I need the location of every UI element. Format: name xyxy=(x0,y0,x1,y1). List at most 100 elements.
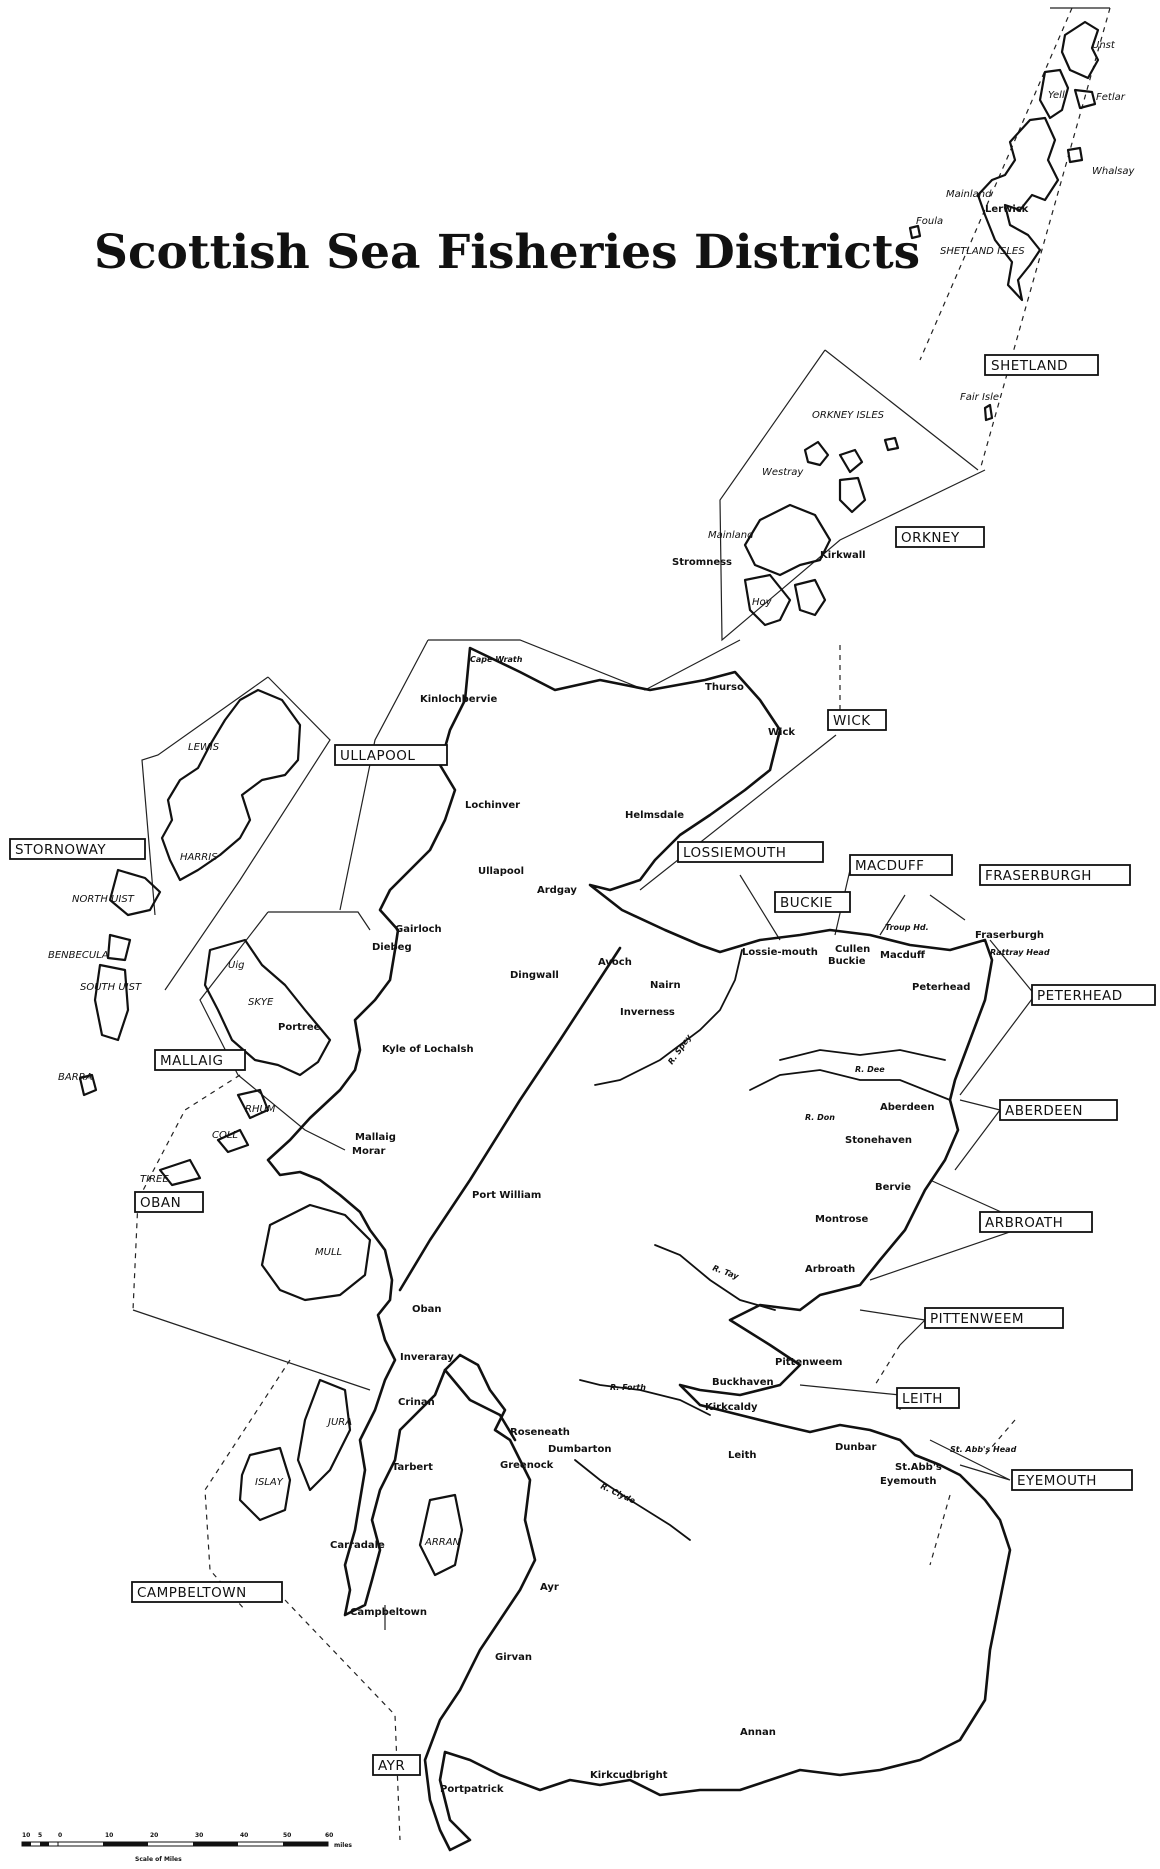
district-name: FRASERBURGH xyxy=(985,868,1092,884)
town-label: Lerwick xyxy=(985,204,1029,215)
hoy xyxy=(743,573,792,627)
town-label: Avoch xyxy=(598,957,632,968)
town-label: Kirkcudbright xyxy=(590,1770,668,1781)
fair-isle xyxy=(983,403,994,422)
town-label: Port William xyxy=(472,1190,541,1201)
town-label: Arbroath xyxy=(805,1264,855,1275)
town-label: Kirkcaldy xyxy=(705,1402,758,1413)
district-arbroath: ARBROATH xyxy=(979,1211,1093,1233)
scale-number: 0 xyxy=(58,1832,62,1839)
unst xyxy=(1060,20,1100,80)
district-stornoway: STORNOWAY xyxy=(9,838,146,860)
inner-hebrides xyxy=(158,938,464,1577)
scale-bar: 10 5 0 10 20 30 40 50 60 miles Scale of … xyxy=(21,1832,352,1863)
island-label: BENBECULA xyxy=(48,950,109,961)
island-label: MULL xyxy=(315,1247,342,1258)
island-label: JURA xyxy=(326,1417,352,1428)
island-label: ISLAY xyxy=(255,1477,284,1488)
district-macduff: MACDUFF xyxy=(849,854,953,876)
clyde-coast xyxy=(443,1368,517,1442)
town-label: Wick xyxy=(768,727,795,738)
scale-number: 40 xyxy=(240,1832,248,1839)
island-label: SOUTH UIST xyxy=(80,982,142,993)
town-label: Eyemouth xyxy=(880,1476,936,1487)
town-label: Lossie-mouth xyxy=(742,947,818,958)
north-boundary xyxy=(428,639,741,691)
town-label: Inveraray xyxy=(400,1352,454,1363)
island-label: BARRA xyxy=(58,1072,93,1083)
scale-number: 10 xyxy=(22,1832,30,1839)
island-label: Uig xyxy=(228,960,244,971)
island-label: ORKNEY ISLES xyxy=(812,410,885,421)
town-label: Dunbar xyxy=(835,1442,876,1453)
town-label: Cape Wrath xyxy=(470,655,523,664)
district-name: LEITH xyxy=(902,1391,943,1407)
stornoway-boundary xyxy=(141,676,331,991)
district-leith: LEITH xyxy=(896,1387,960,1409)
district-name: LOSSIEMOUTH xyxy=(683,845,786,861)
district-name: STORNOWAY xyxy=(15,842,106,858)
town-label: Aberdeen xyxy=(880,1102,934,1113)
great-glen xyxy=(398,946,622,1292)
district-name: SHETLAND xyxy=(991,358,1068,374)
district-boundaries xyxy=(132,7,1111,1841)
town-label: Carradale xyxy=(330,1540,385,1551)
scale-unit: miles xyxy=(334,1842,352,1849)
scale-number: 60 xyxy=(325,1832,333,1839)
arran xyxy=(418,1493,464,1577)
town-label: Fair Isle xyxy=(960,392,999,403)
tiree xyxy=(158,1158,202,1187)
town-label: Montrose xyxy=(815,1214,868,1225)
mallaig-top xyxy=(268,911,371,931)
town-label: Ullapool xyxy=(478,866,524,877)
town-label: Helmsdale xyxy=(625,810,684,821)
shetland-orkney-boundary xyxy=(824,7,1110,471)
district-name: ARBROATH xyxy=(985,1215,1063,1231)
jura xyxy=(296,1378,352,1492)
scale-caption: Scale of Miles xyxy=(135,1856,182,1863)
town-label: St.Abb's xyxy=(895,1462,942,1473)
river-clyde xyxy=(574,1459,691,1541)
district-fraserburgh: FRASERBURGH xyxy=(979,864,1131,886)
orkney-isles xyxy=(743,436,900,627)
east-dashed xyxy=(874,1344,1016,1566)
rivers xyxy=(574,949,951,1541)
benbecula xyxy=(106,933,132,962)
town-label: Crinan xyxy=(398,1397,435,1408)
town-label: Kinlochbervie xyxy=(420,694,497,705)
island-label: ARRAN xyxy=(424,1537,461,1548)
stronsay xyxy=(838,476,867,514)
town-label: Dingwall xyxy=(510,970,559,981)
district-name: ULLAPOOL xyxy=(340,748,415,764)
district-orkney: ORKNEY xyxy=(895,526,985,548)
mallaig-boundary xyxy=(199,911,346,1151)
district-name: CAMPBELTOWN xyxy=(137,1585,247,1601)
ullapool-boundary xyxy=(339,639,429,911)
orkney-boundary xyxy=(719,349,986,642)
town-label: Roseneath xyxy=(510,1427,570,1438)
island-labels: SHETLAND ISLES ORKNEY ISLES LEWIS HARRIS… xyxy=(48,246,1025,1548)
town-label: Annan xyxy=(740,1727,776,1738)
scale-number: 5 xyxy=(38,1832,42,1839)
district-name: MACDUFF xyxy=(855,858,924,874)
shetland-isles xyxy=(908,20,1100,422)
south-uist xyxy=(93,963,130,1042)
yell xyxy=(1038,68,1070,120)
town-label: St. Abb's Head xyxy=(950,1445,1017,1454)
river-dee xyxy=(749,1069,951,1101)
river-label: R. Dee xyxy=(855,1065,885,1074)
town-label: Ayr xyxy=(540,1582,559,1593)
town-label: Buckie xyxy=(828,956,866,967)
town-label: Yell xyxy=(1048,90,1065,101)
westray xyxy=(803,440,830,467)
district-wick: WICK xyxy=(827,709,887,731)
town-label: Ardgay xyxy=(537,885,577,896)
town-label: Leith xyxy=(728,1450,756,1461)
district-name: BUCKIE xyxy=(780,895,833,911)
scale-number: 10 xyxy=(105,1832,113,1839)
oban-campbeltown-boundary xyxy=(132,1309,371,1391)
town-label: Buckhaven xyxy=(712,1377,774,1388)
town-label: Tarbert xyxy=(392,1462,433,1473)
river-tay xyxy=(654,1244,776,1311)
scale-number: 30 xyxy=(195,1832,203,1839)
